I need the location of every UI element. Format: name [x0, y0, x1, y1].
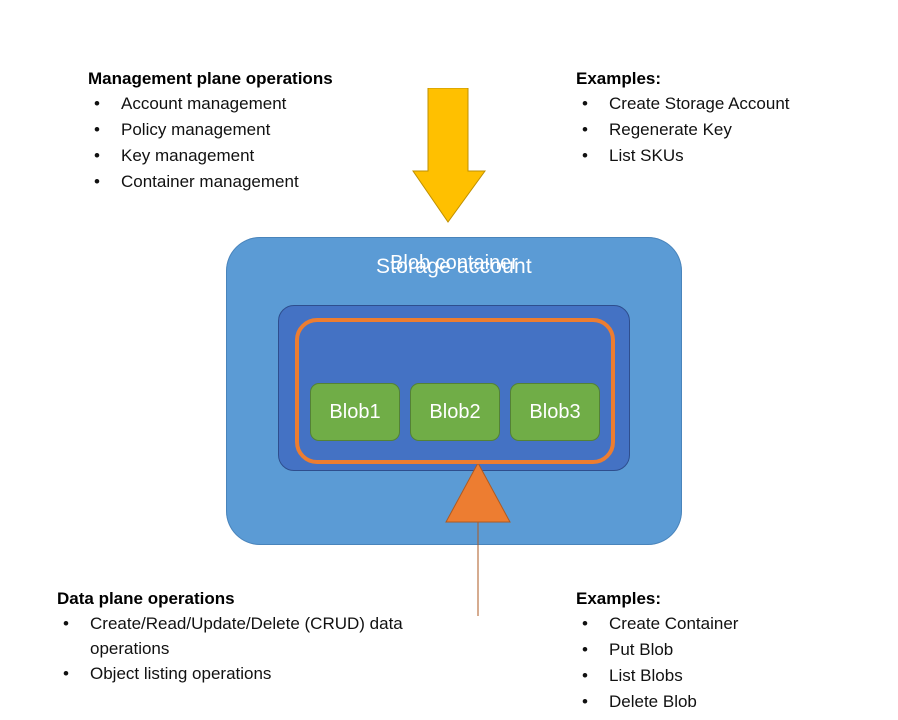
list-item: • Regenerate Key — [576, 117, 876, 143]
list-item-label: Policy management — [121, 120, 271, 139]
management-plane-heading: Management plane operations — [88, 69, 333, 88]
bullet-icon: • — [582, 614, 588, 633]
bullet-icon: • — [63, 664, 69, 683]
data-plane-heading: Data plane operations — [57, 589, 235, 608]
list-item: • Put Blob — [576, 637, 876, 663]
bullet-icon: • — [582, 666, 588, 685]
blob-container-label: Blob container — [390, 252, 518, 274]
list-item: • Create Container — [576, 611, 876, 637]
data-examples-list: •Create Container •Put Blob •List Blobs … — [576, 611, 876, 715]
bullet-icon: • — [582, 94, 588, 113]
down-arrow-icon — [412, 87, 486, 223]
storage-account-box: Storage account Blob container Blob1 Blo… — [226, 237, 682, 545]
data-plane-up-arrow — [428, 461, 528, 617]
management-examples-text-block: Examples: • Create Storage Account • Regen… — [576, 68, 876, 169]
list-item: • Create/Read/Update/Delete (CRUD) data o… — [57, 611, 427, 661]
data-plane-list: • Create/Read/Update/Delete (CRUD) data o… — [57, 611, 427, 687]
management-plane-list: • Account management • Policy management •… — [88, 91, 388, 195]
bullet-icon: • — [582, 146, 588, 165]
bullet-icon: • — [582, 640, 588, 659]
data-examples-text-block: Examples: • Create Container • Put Blob • L… — [576, 588, 876, 715]
bullet-icon: • — [63, 614, 69, 633]
list-item-label: Account management — [121, 94, 287, 113]
management-examples-heading: Examples: — [576, 69, 662, 88]
list-item-label: Create Container — [609, 614, 739, 633]
blob-container-highlight-outline — [295, 318, 615, 464]
bullet-icon: • — [94, 94, 100, 113]
list-item: • Delete Blob — [576, 689, 876, 715]
bullet-icon: • — [94, 172, 100, 191]
bullet-icon: • — [94, 120, 100, 139]
list-item-label: Key management — [121, 146, 255, 165]
list-item-label: List SKUs — [609, 146, 684, 165]
list-item-label: Create/Read/Update/Delete (CRUD) data op… — [90, 614, 403, 658]
list-item-label: Create Storage Account — [609, 94, 790, 113]
management-plane-text-block: Management plane operations • Account man… — [88, 68, 388, 195]
list-item: • Container management — [88, 169, 388, 195]
management-plane-down-arrow — [412, 87, 486, 223]
list-item-label: Delete Blob — [609, 692, 697, 711]
blob-box: Blob2 — [410, 383, 500, 441]
up-arrow-icon — [445, 461, 511, 616]
list-item: • Policy management — [88, 117, 388, 143]
blob-row: Blob1 Blob2 Blob3 — [310, 383, 600, 441]
list-item: • List SKUs — [576, 143, 876, 169]
storage-account-label: Storage account — [376, 255, 532, 278]
bullet-icon: • — [582, 692, 588, 711]
list-item-label: Regenerate Key — [609, 120, 732, 139]
list-item-label: Container management — [121, 172, 299, 191]
list-item: • Create Storage Account — [576, 91, 876, 117]
blob-box: Blob3 — [510, 383, 600, 441]
list-item: • Object listing operations — [57, 661, 427, 687]
data-plane-text-block: Data plane operations • Create/Read/Updat… — [57, 588, 427, 687]
list-item-label: Put Blob — [609, 640, 674, 659]
list-item: • List Blobs — [576, 663, 876, 689]
list-item-label: List Blobs — [609, 666, 683, 685]
list-item: • Account management — [88, 91, 388, 117]
list-item-label: Object listing operations — [90, 664, 272, 683]
bullet-icon: • — [582, 120, 588, 139]
list-item: • Key management — [88, 143, 388, 169]
management-examples-list: •Create Storage Account •Regenerate Key … — [576, 91, 876, 169]
blob-box: Blob1 — [310, 383, 400, 441]
data-examples-heading: Examples: — [576, 589, 662, 608]
bullet-icon: • — [94, 146, 100, 165]
